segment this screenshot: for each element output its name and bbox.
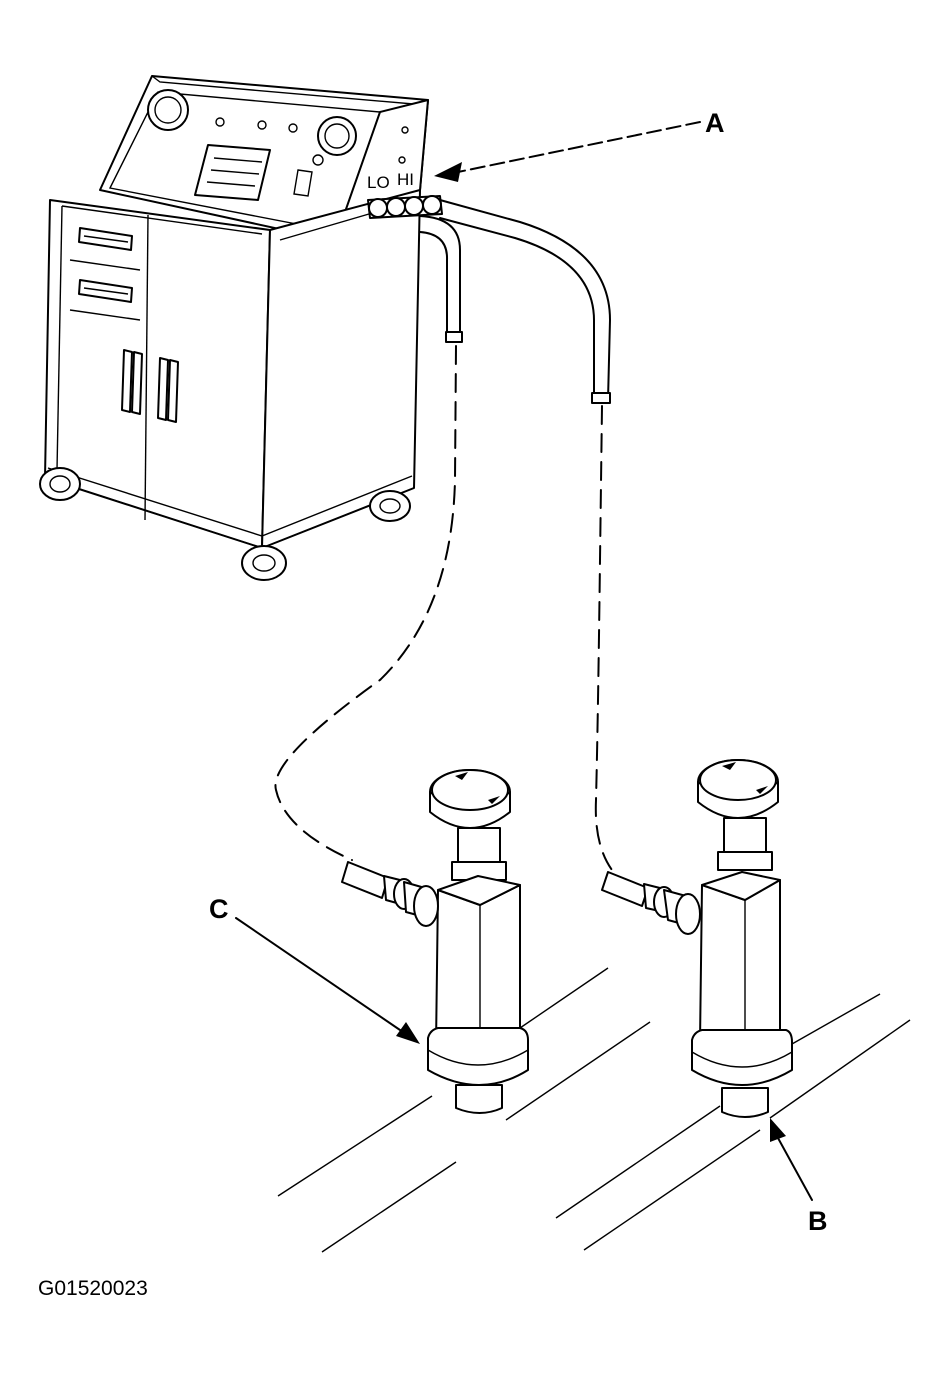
callout-label-b: B xyxy=(808,1206,828,1236)
high-side-port-label: HI xyxy=(397,170,414,189)
hoses xyxy=(419,199,611,404)
low-side-port-label: LO xyxy=(367,173,390,192)
service-valve-b-icon xyxy=(601,759,793,1118)
callout-leaders xyxy=(235,121,813,1201)
refrigerant-pipes xyxy=(277,967,911,1253)
callout-label-a: A xyxy=(705,108,725,138)
charging-station-icon xyxy=(39,75,443,581)
hose-continuation-dashed xyxy=(274,345,613,871)
callout-label-c: C xyxy=(209,894,229,924)
service-valve-c-icon xyxy=(341,769,529,1114)
figure-id: G01520023 xyxy=(38,1277,148,1300)
